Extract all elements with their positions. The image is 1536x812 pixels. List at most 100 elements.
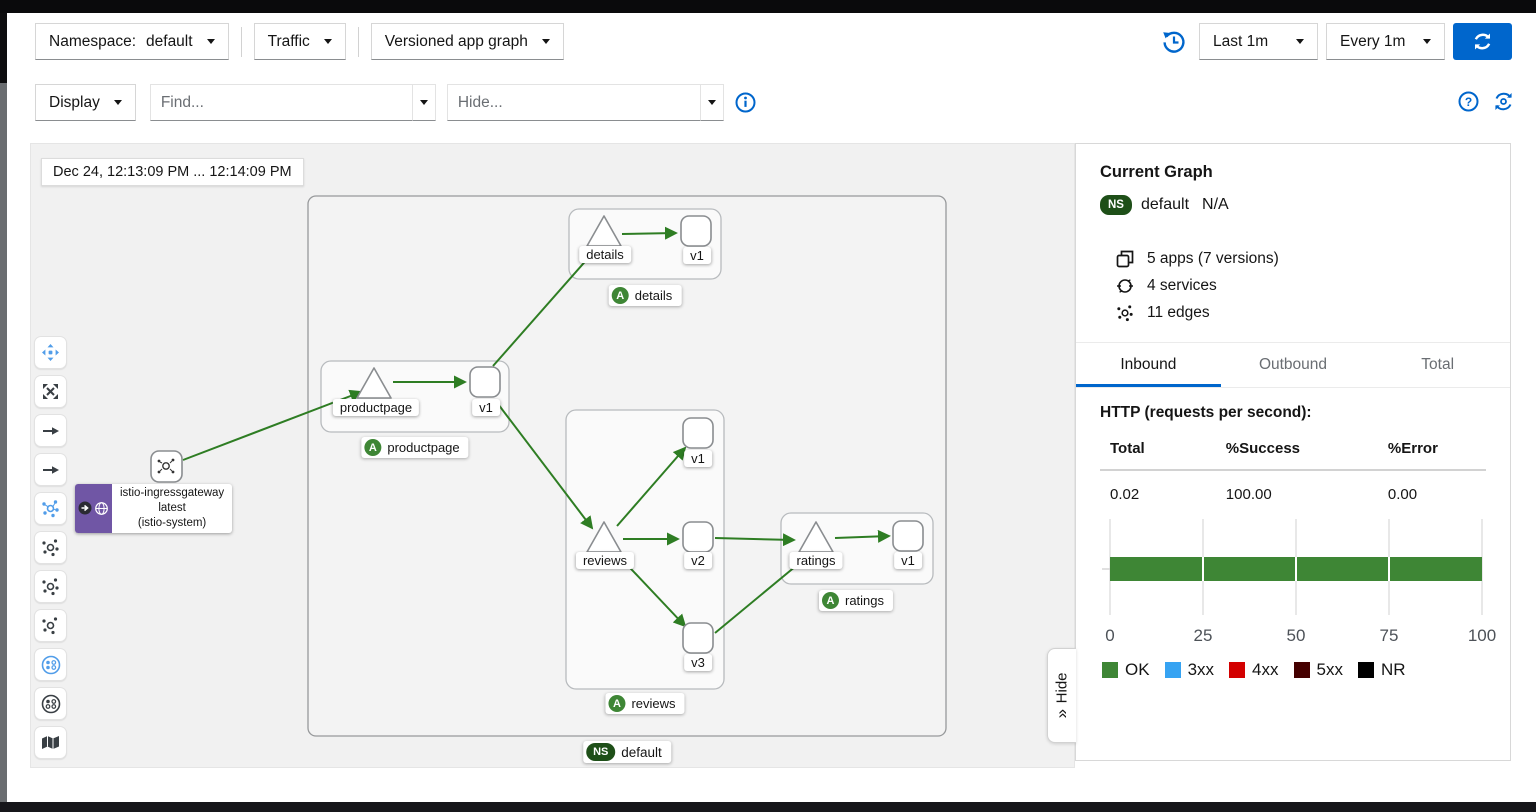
gateway-badge — [75, 484, 112, 533]
panel-namespace[interactable]: default — [1141, 196, 1190, 213]
app-badge-productpage[interactable]: A productpage — [361, 437, 469, 458]
node-label-details-v1[interactable]: v1 — [683, 247, 711, 264]
app-badge-label: productpage — [387, 440, 460, 455]
history-icon[interactable] — [1161, 29, 1187, 55]
refresh-toolbar: Last 1m Every 1m — [1161, 23, 1512, 60]
help-icon[interactable]: ? — [1458, 91, 1479, 112]
traffic-dropdown[interactable]: Traffic — [253, 23, 346, 60]
find-input[interactable] — [149, 84, 413, 121]
layout-graph-button-active[interactable] — [34, 492, 67, 525]
node-label-istio-ingressgateway[interactable]: istio-ingressgateway latest (istio-syste… — [75, 484, 233, 533]
chevron-down-icon — [113, 100, 122, 105]
layout-graph-button-4[interactable] — [34, 609, 67, 642]
edge-arrow-button-1[interactable] — [34, 414, 67, 447]
graph-settings-icon[interactable] — [1492, 91, 1515, 112]
stat-edges: 11 edges — [1116, 304, 1486, 322]
app-badge-details[interactable]: A details — [608, 285, 682, 306]
app-badge-reviews[interactable]: A reviews — [605, 693, 685, 714]
app-icon: A — [608, 695, 626, 712]
legend-swatch-nr — [1357, 662, 1374, 678]
mesh-icon — [157, 458, 175, 474]
value-error: 0.00 — [1387, 486, 1418, 503]
http-status-chart: 0 25 50 75 100 — [1086, 513, 1496, 658]
stat-edges-label: 11 edges — [1147, 304, 1210, 321]
version-node-reviews-v2 — [682, 521, 714, 553]
col-header-error: %Error — [1387, 440, 1438, 457]
time-range-dropdown[interactable]: Last 1m — [1199, 23, 1318, 60]
secondary-toolbar: Display — [35, 84, 756, 121]
window-top-bar — [0, 0, 1536, 13]
graph-type-dropdown[interactable]: Versioned app graph — [370, 23, 564, 60]
window-bottom-bar — [0, 802, 1536, 812]
hide-panel-button[interactable]: » Hide — [1047, 648, 1076, 743]
version-node-productpage-v1 — [469, 366, 501, 398]
hide-input[interactable] — [446, 84, 701, 121]
legend-swatch-5xx — [1293, 662, 1310, 678]
node-label-reviews[interactable]: reviews — [575, 552, 635, 569]
summary-panel: Current Graph NS default N/A 5 apps (7 v… — [1075, 143, 1511, 761]
app-icon: A — [364, 439, 382, 456]
tab-inbound[interactable]: Inbound — [1076, 343, 1221, 387]
chevron-down-icon — [419, 100, 428, 105]
node-label-productpage-v1[interactable]: v1 — [472, 399, 500, 416]
node-label-reviews-v2[interactable]: v2 — [684, 552, 712, 569]
layout-graph-button-2[interactable] — [34, 531, 67, 564]
graph-canvas[interactable]: Dec 24, 12:13:09 PM ... 12:14:09 PM — [30, 143, 1075, 768]
legend-swatch-4xx — [1229, 662, 1246, 678]
bar-chart-svg: 0 25 50 75 100 — [1102, 519, 1496, 645]
node-label-reviews-v3[interactable]: v3 — [684, 654, 712, 671]
namespace-badge-default[interactable]: NS default — [583, 741, 671, 763]
edges-icon — [1117, 305, 1133, 322]
value-success: 100.00 — [1225, 486, 1272, 503]
help-toolbar: ? — [1458, 91, 1515, 112]
services-icon — [1117, 279, 1133, 293]
legend-button[interactable] — [34, 726, 67, 759]
hide-options-button[interactable] — [700, 84, 724, 121]
display-dropdown[interactable]: Display — [35, 84, 136, 121]
node-label-reviews-v1[interactable]: v1 — [684, 450, 712, 467]
gateway-label-text: istio-ingressgateway latest (istio-syste… — [120, 487, 225, 529]
globe-icon — [95, 502, 108, 515]
node-label-productpage[interactable]: productpage — [332, 399, 420, 416]
namespace-badge-label: default — [621, 744, 662, 760]
version-nodes[interactable] — [469, 215, 924, 654]
toolbar-divider — [357, 26, 359, 57]
layout-graph-button-3[interactable] — [34, 570, 67, 603]
refresh-button[interactable] — [1453, 23, 1512, 60]
namespace-layout-button-active[interactable] — [34, 648, 67, 681]
namespace-layout-button-2[interactable] — [34, 687, 67, 720]
node-label-ratings[interactable]: ratings — [789, 552, 843, 569]
toolbar-divider — [240, 26, 242, 57]
http-title: HTTP (requests per second): — [1100, 404, 1312, 421]
node-label-details[interactable]: details — [579, 246, 631, 263]
chevron-down-icon — [206, 39, 215, 44]
tab-outbound[interactable]: Outbound — [1258, 356, 1328, 373]
svg-text:?: ? — [1465, 95, 1472, 109]
edge-arrow-button-2[interactable] — [34, 453, 67, 486]
version-node-ratings-v1 — [892, 520, 924, 552]
tab-total[interactable]: Total — [1421, 356, 1455, 373]
node-label-ratings-v1[interactable]: v1 — [894, 552, 922, 569]
zoom-to-fit-button[interactable] — [34, 375, 67, 408]
namespace-dropdown[interactable]: Namespace: default — [35, 23, 229, 60]
find-options-button[interactable] — [412, 84, 436, 121]
service-node-productpage — [356, 367, 392, 399]
version-node-reviews-v3 — [682, 622, 714, 654]
pan-mode-button[interactable] — [34, 336, 67, 369]
app-badge-ratings[interactable]: A ratings — [818, 590, 894, 611]
ns-icon: NS — [1100, 195, 1132, 215]
app-badge-label: details — [634, 288, 673, 303]
stat-services: 4 services — [1116, 277, 1486, 295]
col-header-success: %Success — [1225, 440, 1301, 457]
info-icon[interactable] — [735, 92, 756, 113]
ns-icon: NS — [586, 743, 616, 761]
legend-item-4xx: 4xx — [1229, 660, 1279, 680]
gateway-node[interactable] — [150, 450, 183, 483]
refresh-interval-dropdown[interactable]: Every 1m — [1326, 23, 1445, 60]
double-chevron-icon: » — [1052, 709, 1071, 719]
service-nodes[interactable] — [356, 215, 834, 553]
version-node-details-v1 — [680, 215, 712, 247]
app-icon: A — [821, 592, 839, 609]
graph-timestamp: Dec 24, 12:13:09 PM ... 12:14:09 PM — [41, 158, 304, 186]
app-badge-label: reviews — [631, 696, 676, 711]
